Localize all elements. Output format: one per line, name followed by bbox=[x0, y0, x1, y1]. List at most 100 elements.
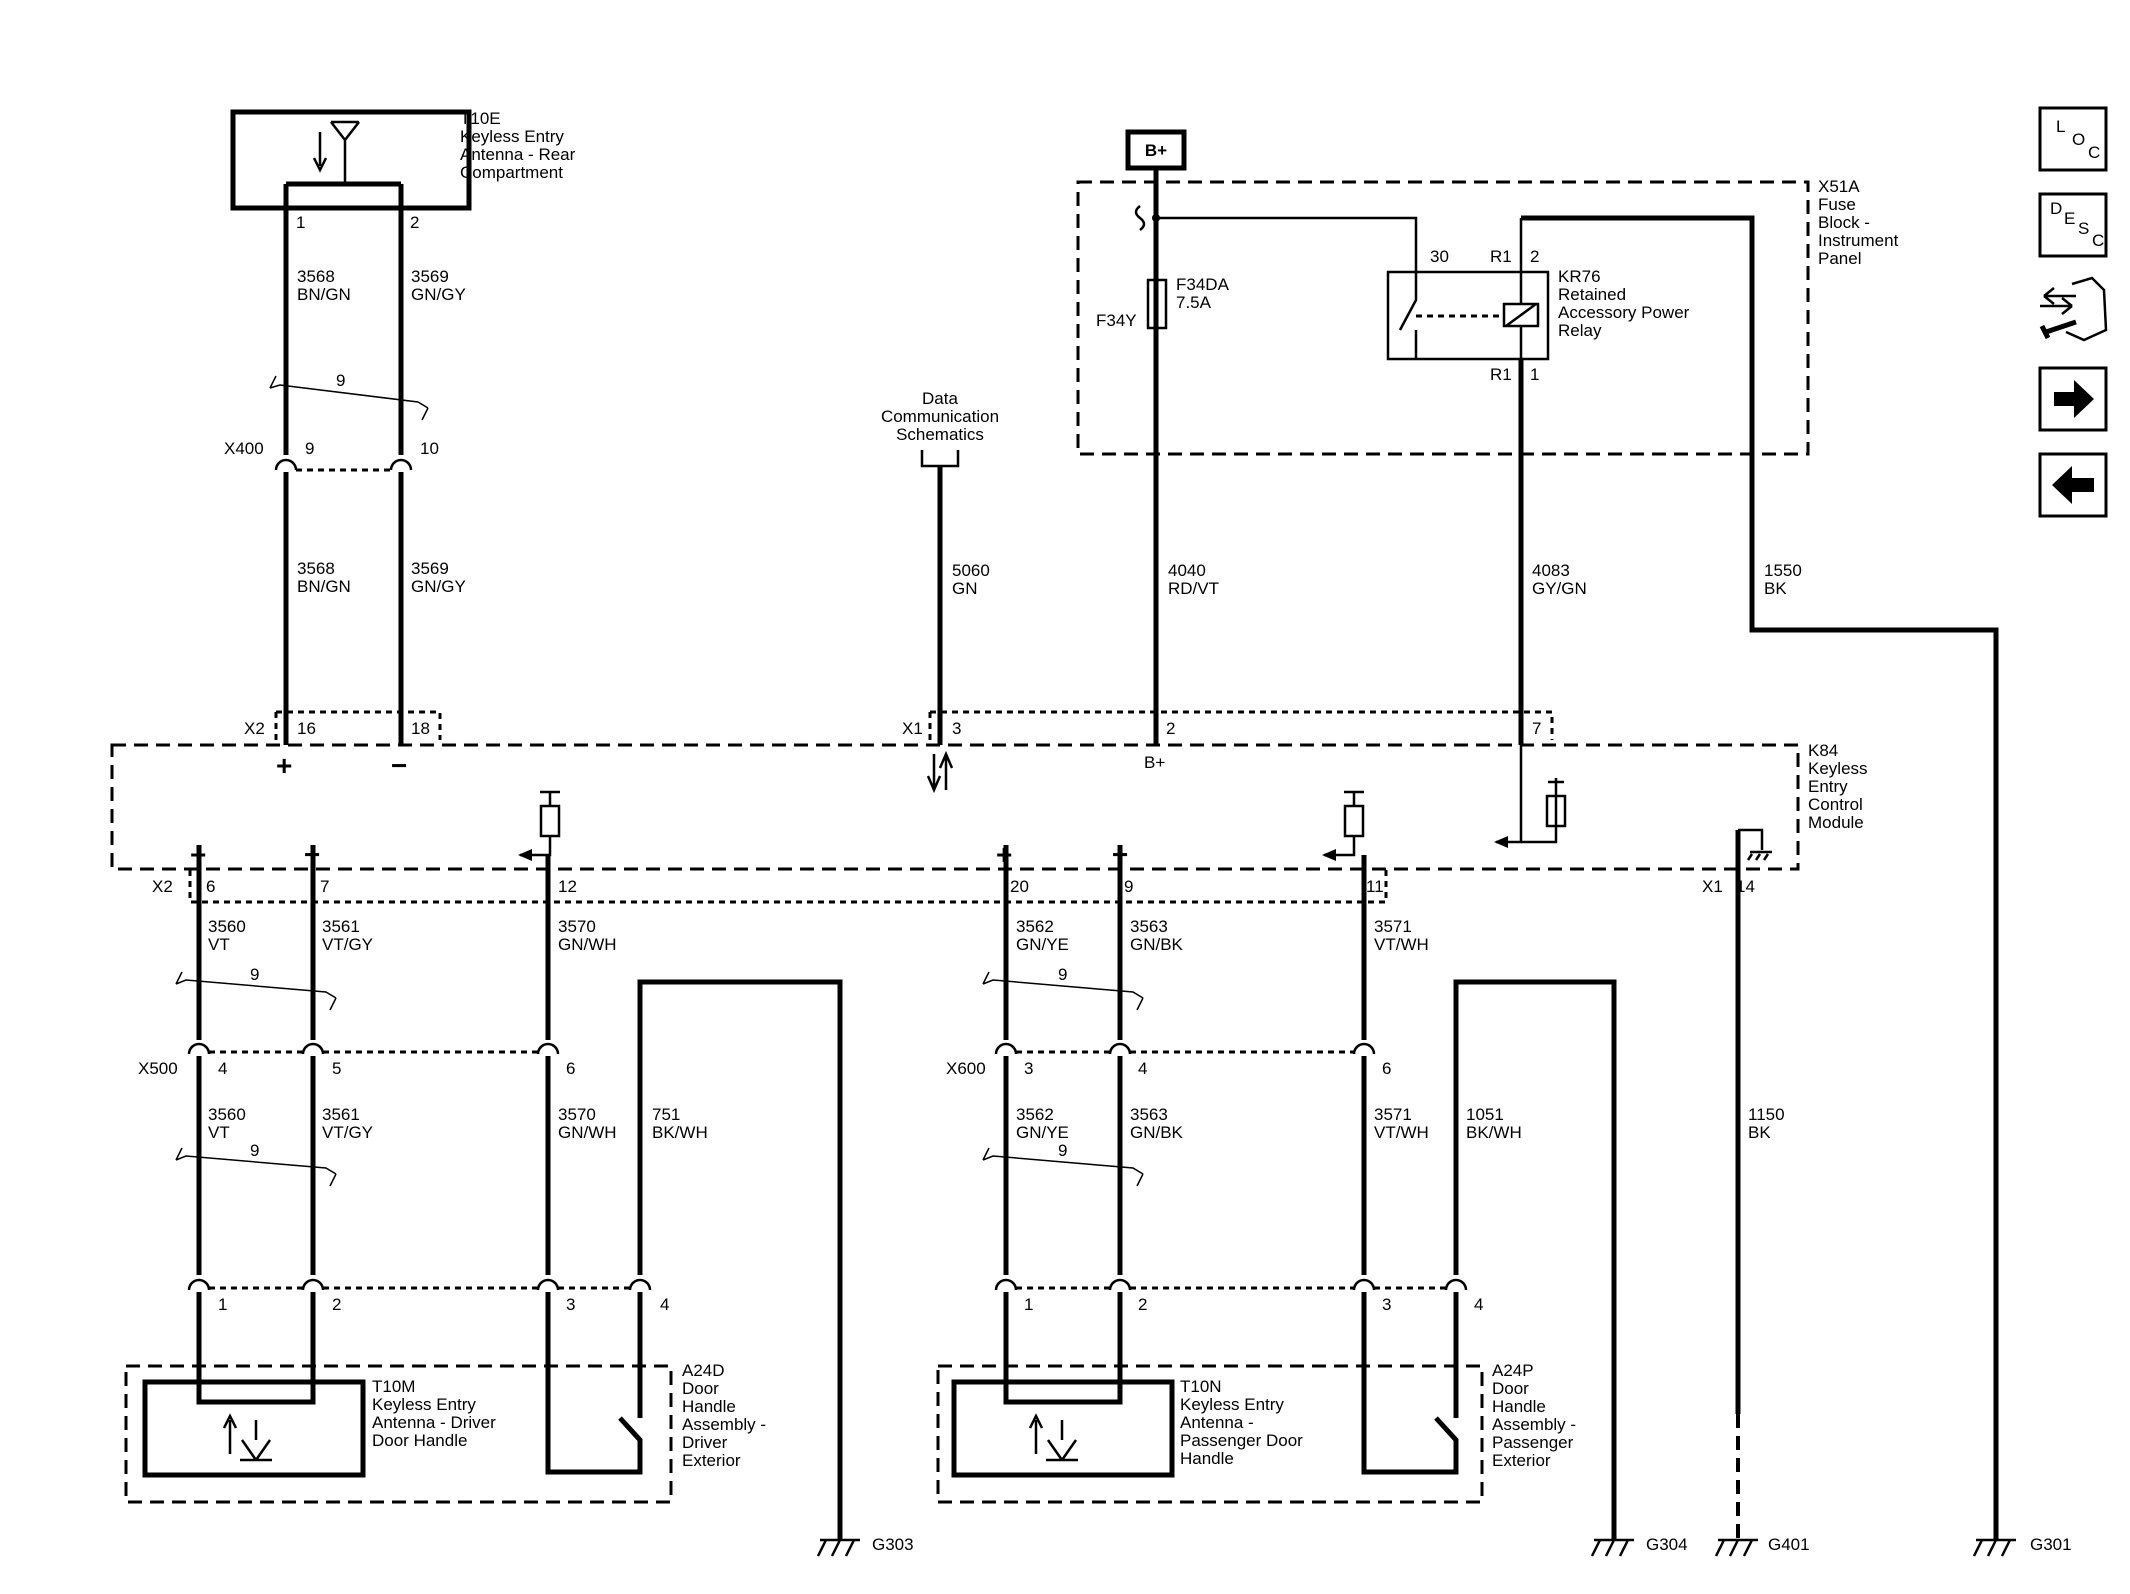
svg-text:751: 751 bbox=[652, 1105, 680, 1124]
svg-text:18: 18 bbox=[411, 719, 430, 738]
svg-text:Antenna - Driver: Antenna - Driver bbox=[372, 1413, 496, 1432]
svg-text:X600: X600 bbox=[946, 1059, 986, 1078]
kr76-relay: 30 R1 2 R1 1 KR76 Retained Accessory Pow… bbox=[1386, 218, 1690, 384]
connector-x500: X500 4 5 6 bbox=[138, 1042, 575, 1078]
svg-text:X500: X500 bbox=[138, 1059, 178, 1078]
svg-text:GN: GN bbox=[952, 579, 978, 598]
t10e-line1: Keyless Entry bbox=[460, 127, 564, 146]
svg-text:L: L bbox=[2056, 117, 2065, 136]
svg-text:+: + bbox=[276, 750, 292, 781]
wires-x400-k84 bbox=[283, 490, 404, 745]
desc-nav-icon[interactable]: D E S C bbox=[2038, 192, 2108, 258]
loc-nav-icon[interactable]: L O C bbox=[2038, 106, 2108, 172]
data-communication-link[interactable]: Data Communication Schematics bbox=[881, 389, 999, 468]
svg-text:E: E bbox=[2064, 209, 2075, 228]
svg-text:2: 2 bbox=[1138, 1295, 1147, 1314]
twisted-pair-icon bbox=[175, 971, 337, 1011]
svg-text:12: 12 bbox=[558, 877, 577, 896]
svg-text:BK: BK bbox=[1764, 579, 1787, 598]
wire-label: 3569 bbox=[411, 559, 449, 578]
svg-text:GN/YE: GN/YE bbox=[1016, 935, 1069, 954]
svg-text:F34Y: F34Y bbox=[1096, 311, 1137, 330]
connector-wrench-icon[interactable] bbox=[2039, 276, 2108, 342]
svg-text:4040: 4040 bbox=[1168, 561, 1206, 580]
relay-switch-icon bbox=[1398, 272, 1418, 359]
twisted-pair-icon bbox=[982, 971, 1144, 1011]
svg-text:T10M: T10M bbox=[372, 1377, 415, 1396]
t10e-ref: T10E bbox=[460, 109, 501, 128]
svg-text:BK/WH: BK/WH bbox=[1466, 1123, 1522, 1142]
svg-text:9: 9 bbox=[1058, 1141, 1067, 1160]
svg-text:X400: X400 bbox=[224, 439, 264, 458]
svg-text:3: 3 bbox=[1382, 1295, 1391, 1314]
svg-text:Driver: Driver bbox=[682, 1433, 728, 1452]
svg-text:3560: 3560 bbox=[208, 917, 246, 936]
svg-text:11: 11 bbox=[1366, 877, 1384, 896]
svg-text:3: 3 bbox=[952, 719, 961, 738]
svg-text:GN/WH: GN/WH bbox=[558, 1123, 617, 1142]
wire-label: GN/GY bbox=[411, 577, 466, 596]
svg-text:VT: VT bbox=[208, 935, 230, 954]
svg-text:Handle: Handle bbox=[1180, 1449, 1234, 1468]
svg-text:7: 7 bbox=[320, 877, 329, 896]
svg-text:9: 9 bbox=[250, 1141, 259, 1160]
svg-text:3562: 3562 bbox=[1016, 1105, 1054, 1124]
svg-text:1: 1 bbox=[1530, 365, 1539, 384]
svg-text:3: 3 bbox=[1024, 1059, 1033, 1078]
svg-text:Exterior: Exterior bbox=[682, 1451, 741, 1470]
svg-text:4: 4 bbox=[1138, 1059, 1147, 1078]
svg-text:D: D bbox=[2050, 199, 2062, 218]
svg-text:Handle: Handle bbox=[682, 1397, 736, 1416]
svg-text:RD/VT: RD/VT bbox=[1168, 579, 1219, 598]
ground-g303: G303 bbox=[816, 1535, 914, 1557]
ground-g401: G401 bbox=[1714, 1535, 1810, 1557]
connector-passenger-door: 1 2 3 4 bbox=[994, 1278, 1483, 1314]
svg-text:C: C bbox=[2092, 231, 2104, 250]
svg-text:3562: 3562 bbox=[1016, 917, 1054, 936]
arrow-right-icon[interactable] bbox=[2038, 366, 2108, 432]
svg-text:Accessory Power: Accessory Power bbox=[1558, 303, 1690, 322]
svg-text:Keyless Entry: Keyless Entry bbox=[372, 1395, 476, 1414]
wire-1051 bbox=[1453, 979, 1617, 1540]
svg-text:14: 14 bbox=[1736, 877, 1755, 896]
svg-text:Module: Module bbox=[1808, 813, 1864, 832]
antenna-icon bbox=[330, 120, 360, 184]
bidirectional-data-icon bbox=[926, 750, 954, 794]
connector-driver-door: 1 2 3 4 bbox=[187, 1278, 669, 1314]
t10e-box bbox=[230, 109, 472, 211]
antenna-icon bbox=[1046, 1420, 1078, 1462]
twisted-pair-icon bbox=[269, 384, 429, 409]
svg-text:C: C bbox=[2088, 143, 2100, 162]
svg-text:VT/GY: VT/GY bbox=[322, 1123, 373, 1142]
t10n-antenna-passenger bbox=[951, 1379, 1175, 1478]
wire-label: 3569 bbox=[411, 267, 449, 286]
svg-text:Data: Data bbox=[922, 389, 958, 408]
svg-text:Passenger Door: Passenger Door bbox=[1180, 1431, 1303, 1450]
svg-text:G401: G401 bbox=[1768, 1535, 1810, 1554]
t10e-antenna: T10E Keyless Entry Antenna - Rear Compar… bbox=[230, 109, 576, 232]
arrow-left-icon[interactable] bbox=[2038, 452, 2108, 518]
svg-text:Fuse: Fuse bbox=[1818, 195, 1856, 214]
connector-x400: X400 9 10 bbox=[224, 439, 439, 490]
svg-text:3: 3 bbox=[566, 1295, 575, 1314]
svg-text:X1: X1 bbox=[902, 719, 923, 738]
svg-text:1150: 1150 bbox=[1748, 1105, 1785, 1124]
svg-text:A24D: A24D bbox=[682, 1361, 725, 1380]
k84-keyless-entry-module bbox=[110, 743, 1800, 871]
svg-text:A24P: A24P bbox=[1492, 1361, 1534, 1380]
svg-text:2: 2 bbox=[1530, 247, 1539, 266]
t10e-line2: Antenna - Rear bbox=[460, 145, 576, 164]
svg-text:3561: 3561 bbox=[322, 1105, 360, 1124]
svg-text:BK/WH: BK/WH bbox=[652, 1123, 708, 1142]
svg-text:Antenna -: Antenna - bbox=[1180, 1413, 1254, 1432]
pullup-12-icon bbox=[518, 790, 561, 861]
svg-text:Schematics: Schematics bbox=[896, 425, 984, 444]
svg-text:Door: Door bbox=[682, 1379, 719, 1398]
svg-text:Retained: Retained bbox=[1558, 285, 1626, 304]
t10e-pin1: 1 bbox=[296, 213, 305, 232]
svg-text:VT/WH: VT/WH bbox=[1374, 1123, 1429, 1142]
svg-text:4: 4 bbox=[218, 1059, 227, 1078]
wire-751 bbox=[637, 979, 843, 1540]
svg-text:9: 9 bbox=[305, 439, 314, 458]
